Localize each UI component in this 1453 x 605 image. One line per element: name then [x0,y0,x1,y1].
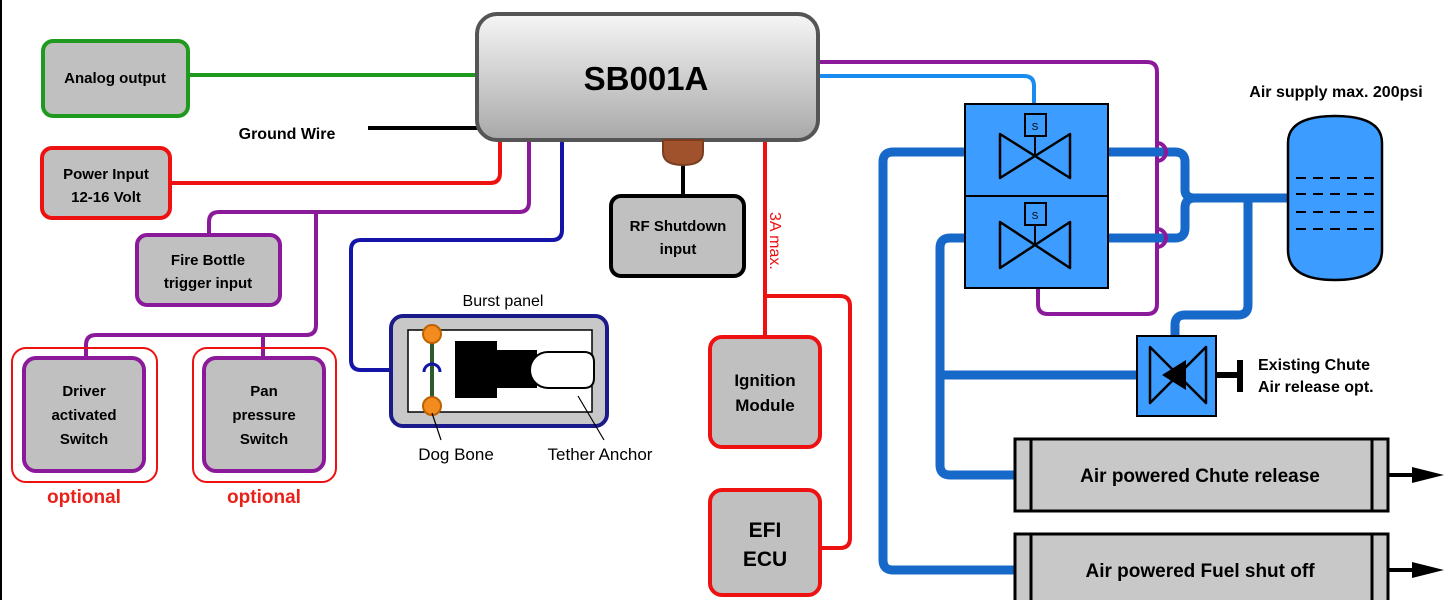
manual-release-handle-icon [1216,360,1243,392]
tether-anchor-label: Tether Anchor [548,445,653,464]
burst-panel-title: Burst panel [463,293,544,310]
main-unit-label: SB001A [584,60,709,97]
pan-switch-label-3: Switch [240,431,288,448]
fire-bottle-wire [207,140,531,235]
air-tank-level-lines [1296,177,1376,230]
ground-wire-label: Ground Wire [239,126,336,143]
wire-crossover-1 [1156,141,1168,163]
air-lines [878,147,1293,575]
driver-switch-box [22,356,146,473]
fire-bottle-box [135,233,282,307]
driver-switch-label-2: activated [51,407,116,424]
solenoid-mark-lower: S [1032,211,1039,222]
pan-switch-label-2: pressure [232,407,295,424]
chute-valve-arrow [1162,360,1186,390]
optional-label-driver: optional [47,487,121,508]
efi-ecu-label-1: EFI [749,519,782,542]
driver-switch-label-1: Driver [62,383,106,400]
ignition-module-label-2: Module [735,396,795,415]
pan-switch-optional-frame [192,347,337,483]
power-wire [170,138,502,185]
chute-release-label: Air powered Chute release [1080,466,1320,487]
existing-chute-label-1: Existing Chute [1258,357,1370,374]
chute-release-actuator [1013,437,1444,513]
solenoid-valve-lower [964,195,1109,289]
solenoid-signal-wire [818,74,1036,104]
efi-ecu-box [708,488,822,597]
current-limit-label: 3A max. [766,212,783,270]
ignition-module-box [708,335,822,449]
main-unit-box [475,12,820,142]
antenna-icon [662,139,704,167]
tether-anchor-icon [529,351,595,389]
optional-label-pan: optional [227,487,301,508]
rf-shutdown-box [609,194,746,278]
analog-output-box [41,39,190,118]
fuel-shutoff-actuator [1013,532,1444,605]
fire-bottle-label-1: Fire Bottle [171,252,245,269]
air-tank-icon [1286,114,1384,282]
rf-shutdown-label-1: RF Shutdown [630,218,727,235]
efi-ecu-label-2: ECU [743,548,787,571]
solenoid-valve-upper [964,103,1109,197]
solenoid-mark-upper: S [1032,122,1039,133]
dog-bone-top-pin [422,324,442,344]
burst-wire-loop [422,362,442,373]
dog-bone-label: Dog Bone [418,445,494,464]
fire-bottle-label-2: trigger input [164,275,252,292]
driver-switch-label-3: Switch [60,431,108,448]
ignition-module-label-1: Ignition [734,371,795,390]
switch-wire-driver [84,212,318,358]
burst-panel-plate [455,341,497,398]
air-supply-label: Air supply max. 200psi [1249,84,1422,101]
tether-pointer [577,395,605,441]
rf-shutdown-label-2: input [660,241,697,258]
dog-bone-bottom-pin [422,396,442,416]
fuel-shutoff-label: Air powered Fuel shut off [1085,561,1315,582]
dog-bone-pointer [431,412,442,441]
existing-chute-label-2: Air release opt. [1258,379,1374,396]
ecu-wire [765,294,852,550]
power-input-label-1: Power Input [63,166,149,183]
solenoid-control-wire [818,60,1159,316]
analog-output-label: Analog output [64,70,166,87]
pan-switch-label-1: Pan [250,383,278,400]
driver-switch-optional-frame [11,347,158,483]
power-input-box [40,146,172,220]
wire-crossover-2 [1156,227,1168,249]
pan-switch-box [202,356,326,473]
power-input-label-2: 12-16 Volt [71,189,141,206]
